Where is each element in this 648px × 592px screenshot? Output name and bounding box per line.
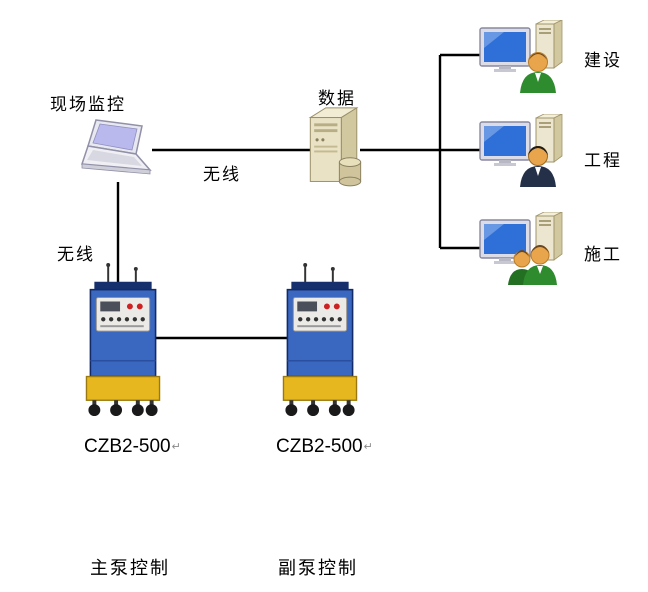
- return-mark-2: ↵: [363, 441, 373, 453]
- machine-icon-main-pump: [78, 262, 168, 420]
- server-icon: [298, 104, 372, 196]
- client-label-1: 建设: [584, 51, 622, 70]
- data-server-label: 数据: [318, 89, 356, 108]
- machine-model-label-1: CZB2-500↵: [84, 436, 181, 458]
- wireless-label-left: 无线: [57, 245, 95, 264]
- machine-icon-aux-pump: [275, 262, 365, 420]
- wireless-label-top: 无线: [203, 165, 241, 184]
- site-monitor-label: 现场监控: [50, 95, 126, 114]
- client-label-3: 施工: [584, 245, 622, 264]
- machine-model-text-1: CZB2-500: [84, 436, 171, 457]
- client-label-2: 工程: [584, 151, 622, 170]
- machine-model-text-2: CZB2-500: [276, 436, 363, 457]
- workstation-icon-2: [478, 114, 570, 188]
- workstation-icon-1: [478, 20, 570, 94]
- machine-model-label-2: CZB2-500↵: [276, 436, 373, 458]
- return-mark-1: ↵: [171, 441, 181, 453]
- pump-role-label-1: 主泵控制: [90, 558, 170, 578]
- workstation-icon-3: [478, 212, 570, 286]
- laptop-icon: [80, 118, 156, 182]
- pump-role-label-2: 副泵控制: [278, 558, 358, 578]
